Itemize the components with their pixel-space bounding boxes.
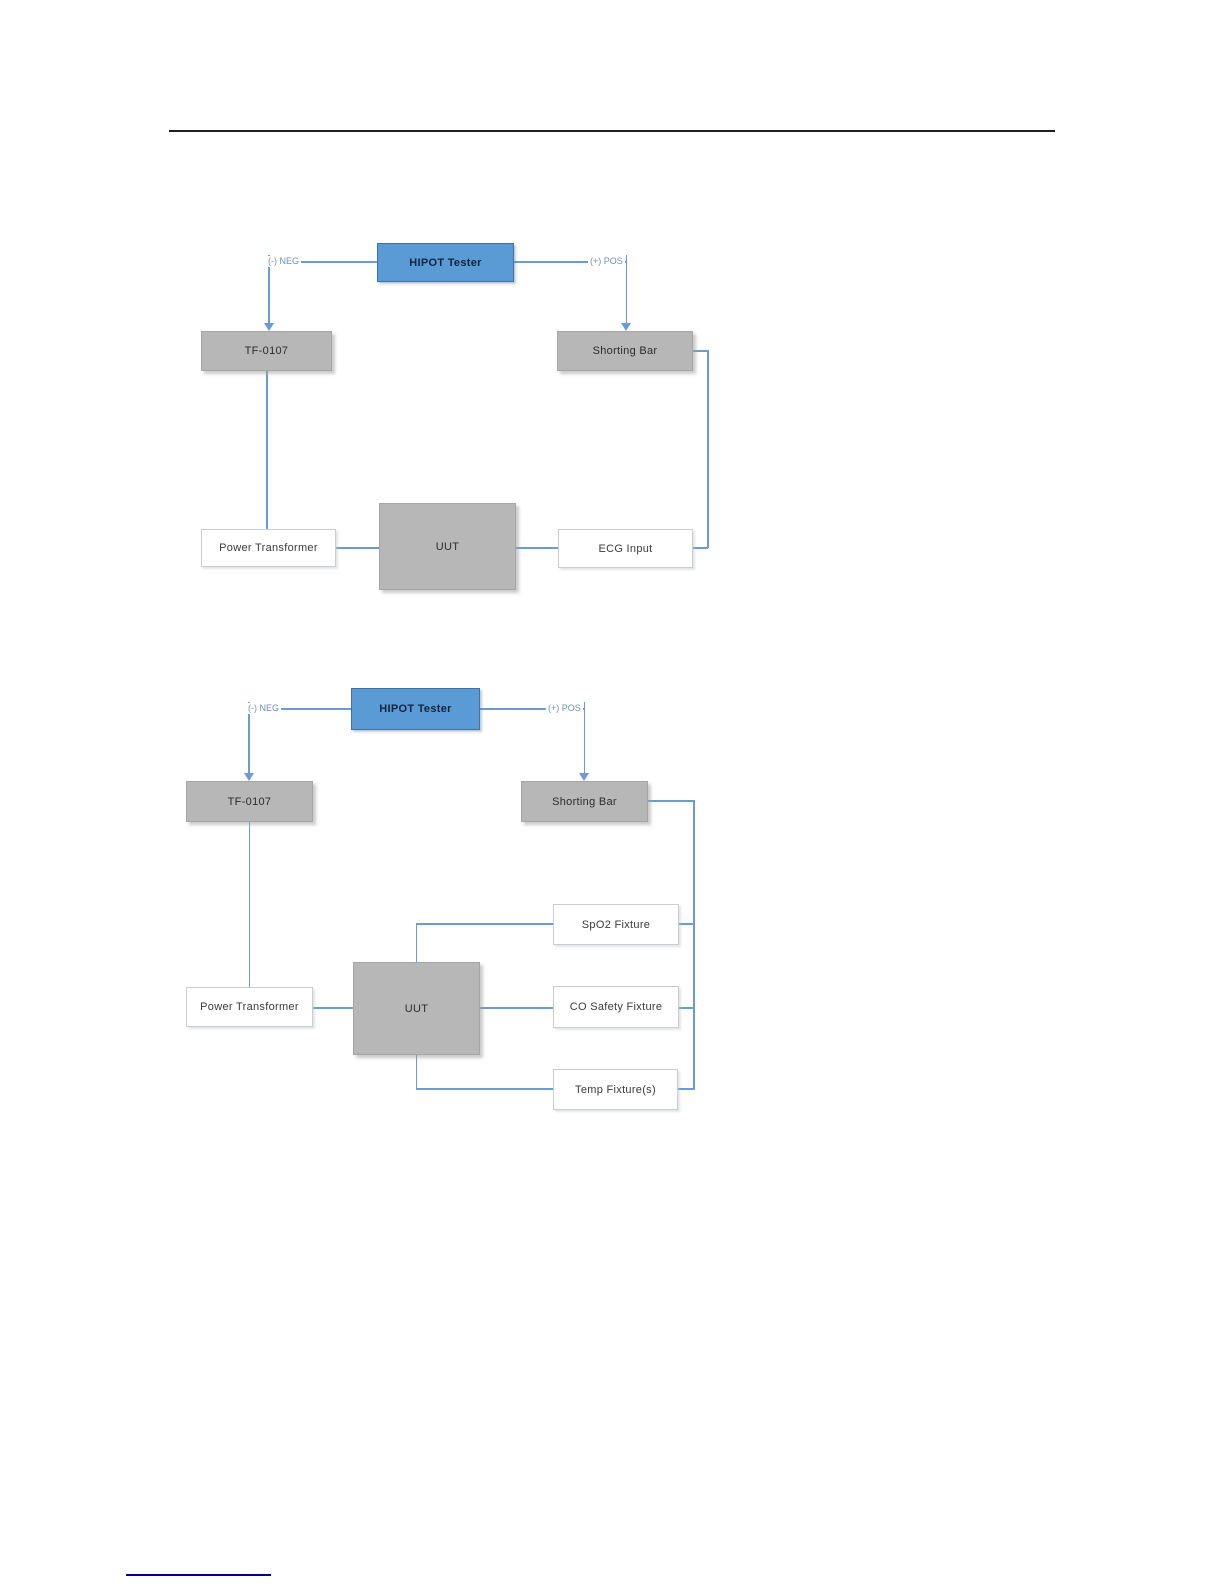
uut-node: UUT: [353, 962, 480, 1055]
connector-line: [693, 350, 708, 352]
arrowhead-down-icon: [244, 773, 254, 781]
shorting-bar-node: Shorting Bar: [557, 331, 693, 371]
connector-line: [679, 1007, 694, 1009]
pos-terminal-label: (+) POS: [588, 256, 625, 267]
spo2-fixture-node: SpO2 Fixture: [553, 904, 679, 945]
connector-line: [248, 702, 250, 773]
connector-line: [249, 708, 351, 710]
connector-line: [480, 708, 585, 710]
connector-line: [313, 1007, 353, 1009]
connector-line: [679, 923, 694, 925]
co-safety-fixture-node: CO Safety Fixture: [553, 986, 679, 1028]
connector-line: [707, 350, 709, 548]
connector-line: [514, 261, 627, 263]
temp-fixture-node: Temp Fixture(s): [553, 1069, 678, 1110]
hipot-tester-node: HIPOT Tester: [377, 243, 514, 282]
connector-line: [336, 547, 379, 549]
arrowhead-down-icon: [264, 323, 274, 331]
arrowhead-down-icon: [621, 323, 631, 331]
connector-line: [583, 702, 585, 773]
connector-line: [678, 1088, 694, 1090]
connector-line: [416, 1088, 553, 1090]
connector-line: [480, 1007, 553, 1009]
neg-terminal-label: (-) NEG: [266, 256, 301, 267]
pos-terminal-label: (+) POS: [546, 703, 583, 714]
neg-terminal-label: (-) NEG: [246, 703, 281, 714]
connector-line: [625, 255, 627, 324]
ecg-input-node: ECG Input: [558, 529, 693, 568]
connector-line: [269, 261, 378, 263]
power-transformer-node: Power Transformer: [201, 529, 336, 567]
connector-line: [248, 822, 250, 987]
connector-line: [415, 1055, 417, 1089]
tf-0107-node: TF-0107: [186, 781, 313, 822]
top-rule: [169, 130, 1055, 132]
connector-line: [516, 547, 558, 549]
connector-line: [416, 923, 553, 925]
connector-line: [415, 923, 417, 962]
connector-line: [266, 371, 268, 529]
connector-line: [268, 255, 270, 324]
tf-0107-node: TF-0107: [201, 331, 332, 371]
hipot-tester-node: HIPOT Tester: [351, 688, 480, 730]
shorting-bar-node: Shorting Bar: [521, 781, 648, 822]
power-transformer-node: Power Transformer: [186, 987, 313, 1027]
footer-link-line: [126, 1574, 271, 1576]
connector-line: [693, 547, 708, 549]
uut-node: UUT: [379, 503, 516, 590]
arrowhead-down-icon: [579, 773, 589, 781]
connector-line: [648, 800, 694, 802]
connector-line: [693, 800, 695, 1090]
